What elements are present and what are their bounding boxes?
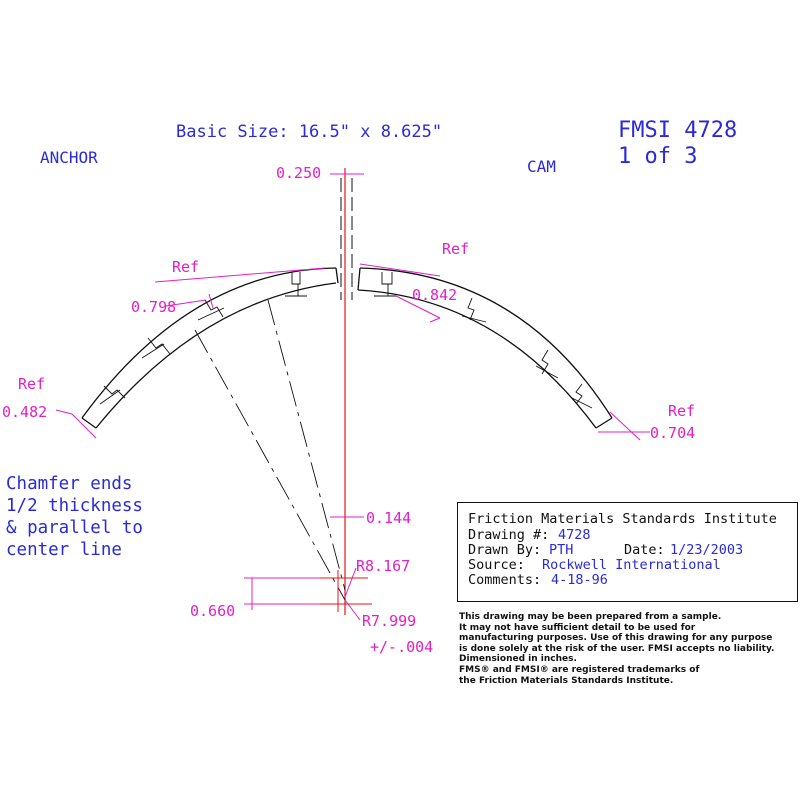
- date-value: 1/23/2003: [670, 542, 744, 558]
- right-shoe-end-bottom: [595, 417, 613, 429]
- cam-label: CAM: [527, 157, 556, 176]
- disclaimer-line: is done solely at the risk of the user. …: [459, 643, 775, 654]
- date-label: Date:: [624, 542, 665, 558]
- sheet-number: 1 of 3: [618, 144, 698, 169]
- anchor-label: ANCHOR: [40, 148, 98, 167]
- outer-radius: R8.167: [356, 557, 411, 575]
- institute-name: Friction Materials Standards Institute: [468, 511, 777, 527]
- radial-line-1: [194, 329, 346, 601]
- offset-dimension: 0.144: [366, 509, 412, 527]
- dim-right-end: 0.704: [650, 424, 696, 442]
- outer-radius-leader: [344, 567, 357, 598]
- disclaimer: This drawing may be been prepared from a…: [459, 612, 774, 686]
- dim-left-end-leader: [55, 409, 73, 415]
- disclaimer-line: This drawing may be been prepared from a…: [459, 612, 722, 622]
- right-shoe-inner: [357, 289, 597, 429]
- ref-left-top: Ref: [172, 258, 200, 276]
- source-label: Source:: [468, 557, 525, 573]
- inner-radius-leader: [344, 599, 361, 621]
- left-shoe-end-bottom: [81, 417, 97, 429]
- dim-right-top-leader: [395, 295, 441, 319]
- title-block: Friction Materials Standards Institute D…: [457, 502, 798, 602]
- right-rivet-markers: [374, 272, 593, 409]
- right-shoe-outer: [359, 267, 613, 419]
- radial-line-2: [267, 299, 346, 591]
- ref-right-end: Ref: [668, 402, 696, 420]
- left-rivet-markers: [99, 272, 307, 405]
- chamfer-note-line-4: center line: [6, 540, 122, 560]
- radius-tolerance: +/-.004: [370, 638, 434, 656]
- ref-left-end: Ref: [18, 375, 46, 393]
- drawn-by-label: Drawn By:: [468, 542, 542, 558]
- comments-label: Comments:: [468, 572, 542, 588]
- left-shoe-end-top: [335, 267, 339, 284]
- disclaimer-line: FMS® and FMSI® are registered trademarks…: [459, 664, 700, 675]
- basic-size-label: Basic Size: 16.5" x 8.625": [176, 122, 443, 142]
- comments-value: 4-18-96: [551, 572, 608, 588]
- disclaimer-line: Dimensioned in inches.: [459, 654, 577, 665]
- chamfer-note-line-2: 1/2 thickness: [6, 496, 143, 516]
- dim-right-top: 0.842: [412, 286, 458, 304]
- drawing-number-label: Drawing #:: [468, 527, 550, 543]
- disclaimer-line: manufacturing purposes. Use of this draw…: [459, 633, 773, 644]
- dim-left-top-leader: [165, 299, 207, 307]
- drawing-number-value: 4728: [558, 527, 591, 543]
- dim-left-end: 0.482: [2, 403, 48, 421]
- drawn-by-value: PTH: [549, 542, 574, 558]
- ref-right-top: Ref: [442, 240, 470, 258]
- gap-dimension: 0.250: [276, 164, 322, 182]
- chamfer-note-line-1: Chamfer ends: [6, 474, 133, 494]
- disclaimer-line: the Friction Materials Standards Institu…: [459, 675, 674, 686]
- dim-left-end-arrow: [71, 413, 97, 439]
- center-offset-dimension: 0.660: [190, 602, 236, 620]
- dim-right-top-tick: [429, 317, 441, 323]
- inner-radius: R7.999: [362, 612, 417, 630]
- disclaimer-line: It may not have sufficient detail to be …: [459, 622, 696, 633]
- source-value: Rockwell International: [542, 557, 721, 573]
- ref-left-top-leader: [154, 267, 326, 283]
- fmsi-number: FMSI 4728: [618, 118, 738, 143]
- dim-right-end-arrow: [609, 411, 641, 441]
- ref-right-top-leader: [359, 263, 441, 277]
- left-shoe-outer: [81, 267, 337, 419]
- dim-left-top-tick: [208, 293, 214, 309]
- dim-left-top: 0.798: [131, 298, 177, 316]
- chamfer-note-line-3: & parallel to: [6, 518, 143, 538]
- right-shoe-end-top: [357, 267, 361, 291]
